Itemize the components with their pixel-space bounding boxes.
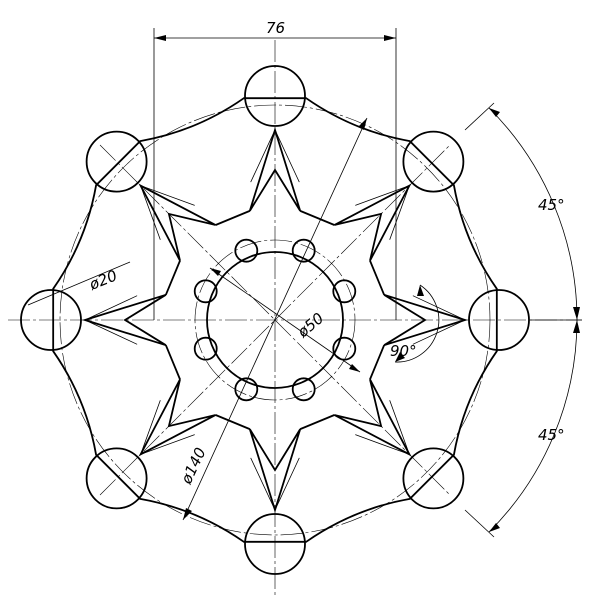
star-point: [333, 183, 412, 262]
star-point: [138, 378, 217, 457]
outer-circle: [85, 130, 148, 193]
dimension-76-label: 76: [266, 19, 285, 37]
hole-notch: [193, 336, 218, 361]
hole-notch: [234, 377, 259, 402]
frame-segment: [369, 260, 385, 296]
outer-circles: [20, 65, 530, 575]
star-point-inner: [250, 457, 300, 511]
dimension-dia-140-label: ø140: [177, 445, 210, 488]
star-point-inner: [84, 295, 138, 345]
dimension-angle-90: 90°: [390, 284, 440, 363]
inner-center-circle: [194, 239, 356, 401]
star-point: [81, 293, 167, 347]
frame-segment: [299, 414, 335, 430]
inner-frame: [165, 210, 385, 430]
hole-notches: [193, 238, 357, 402]
hole-notch: [291, 377, 316, 402]
star-point-inner: [355, 400, 411, 456]
dimension-angle-45: 45° 45°: [464, 102, 582, 538]
center-lines: [8, 40, 582, 595]
hole-notch: [332, 336, 357, 361]
dimension-dia-20-label: ø20: [86, 266, 120, 294]
outer-circle: [244, 513, 306, 575]
dimension-dia-50-label: ø50: [293, 309, 327, 342]
hole-notch: [234, 238, 259, 263]
outer-circle: [85, 447, 148, 510]
star-point: [333, 378, 412, 457]
star-point: [138, 183, 217, 262]
star-point: [248, 428, 302, 514]
star-point-inner: [139, 400, 195, 456]
dimension-dia-20: ø20: [27, 261, 131, 306]
outer-circle: [402, 130, 465, 193]
dimension-angle-90-label: 90°: [390, 342, 417, 360]
star-points: [81, 126, 469, 514]
star-point: [383, 293, 469, 347]
star-point-inner: [412, 295, 466, 345]
hole-notch: [193, 279, 218, 304]
dimension-angle-45-upper-label: 45°: [538, 196, 565, 214]
frame-segment: [299, 210, 335, 226]
star-point: [248, 126, 302, 212]
frame-segment: [369, 344, 385, 380]
frame-segment: [215, 210, 251, 226]
frame-segment: [165, 260, 181, 296]
outer-circle: [402, 447, 465, 510]
frame-segment: [215, 414, 251, 430]
dimension-dia-140: ø140: [177, 117, 368, 521]
outer-contour: [52, 97, 498, 543]
outer-circle: [244, 65, 306, 127]
dimension-angle-45-lower-label: 45°: [538, 426, 565, 444]
dimension-76: 76: [153, 19, 397, 320]
star-point-inner: [250, 129, 300, 183]
frame-segment: [165, 344, 181, 380]
pitch-circle: [59, 104, 491, 536]
hole-notch: [332, 279, 357, 304]
outer-circle: [20, 289, 82, 351]
central-hole: [206, 251, 344, 389]
outer-circle: [468, 289, 530, 351]
hole-notch: [291, 238, 316, 263]
